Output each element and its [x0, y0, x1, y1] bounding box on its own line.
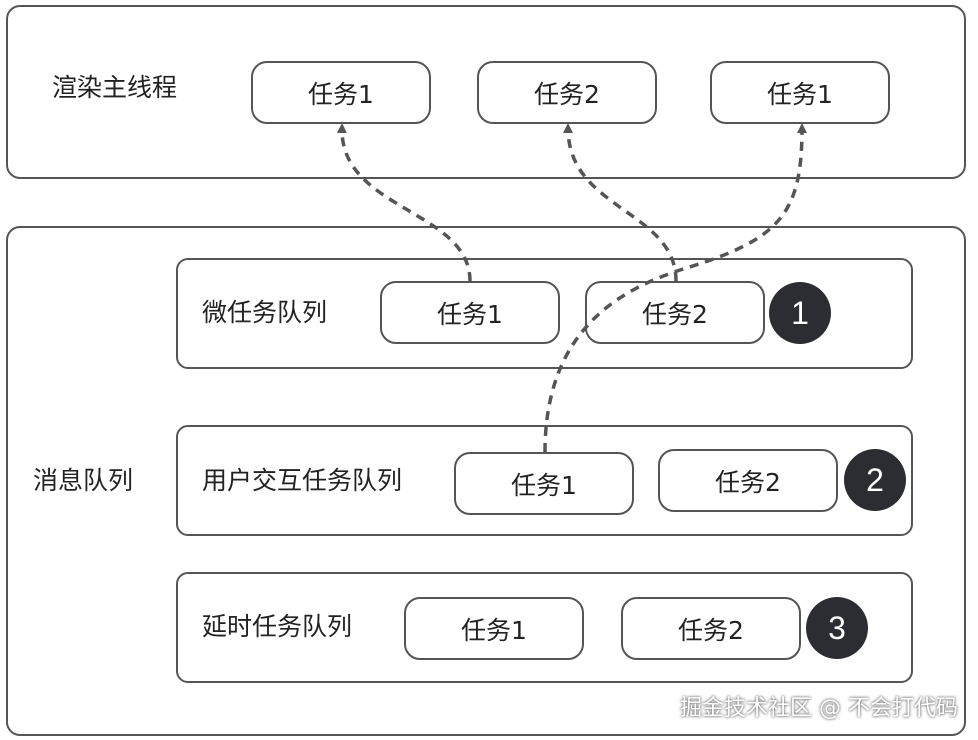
- user-interaction-task-2: 任务2: [658, 449, 838, 512]
- badge-1: 1: [769, 282, 831, 344]
- badge-3: 3: [806, 597, 868, 659]
- render-task-3: 任务1: [710, 61, 890, 124]
- microtask-task-1: 任务1: [380, 281, 560, 344]
- microtask-queue-label: 微任务队列: [202, 298, 328, 327]
- microtask-task-2: 任务2: [585, 281, 765, 344]
- delayed-task-2: 任务2: [621, 597, 801, 660]
- badge-2: 2: [844, 449, 906, 511]
- render-task-2: 任务2: [477, 61, 657, 124]
- watermark: 掘金技术社区 @ 不会打代码: [680, 696, 958, 721]
- delayed-task-1: 任务1: [404, 597, 584, 660]
- delayed-task-queue-label: 延时任务队列: [202, 612, 353, 641]
- render-thread-label: 渲染主线程: [52, 73, 178, 102]
- message-queue-label: 消息队列: [33, 466, 134, 495]
- user-interaction-queue-label: 用户交互任务队列: [202, 466, 403, 495]
- render-task-1: 任务1: [251, 61, 431, 124]
- user-interaction-task-1: 任务1: [454, 452, 634, 515]
